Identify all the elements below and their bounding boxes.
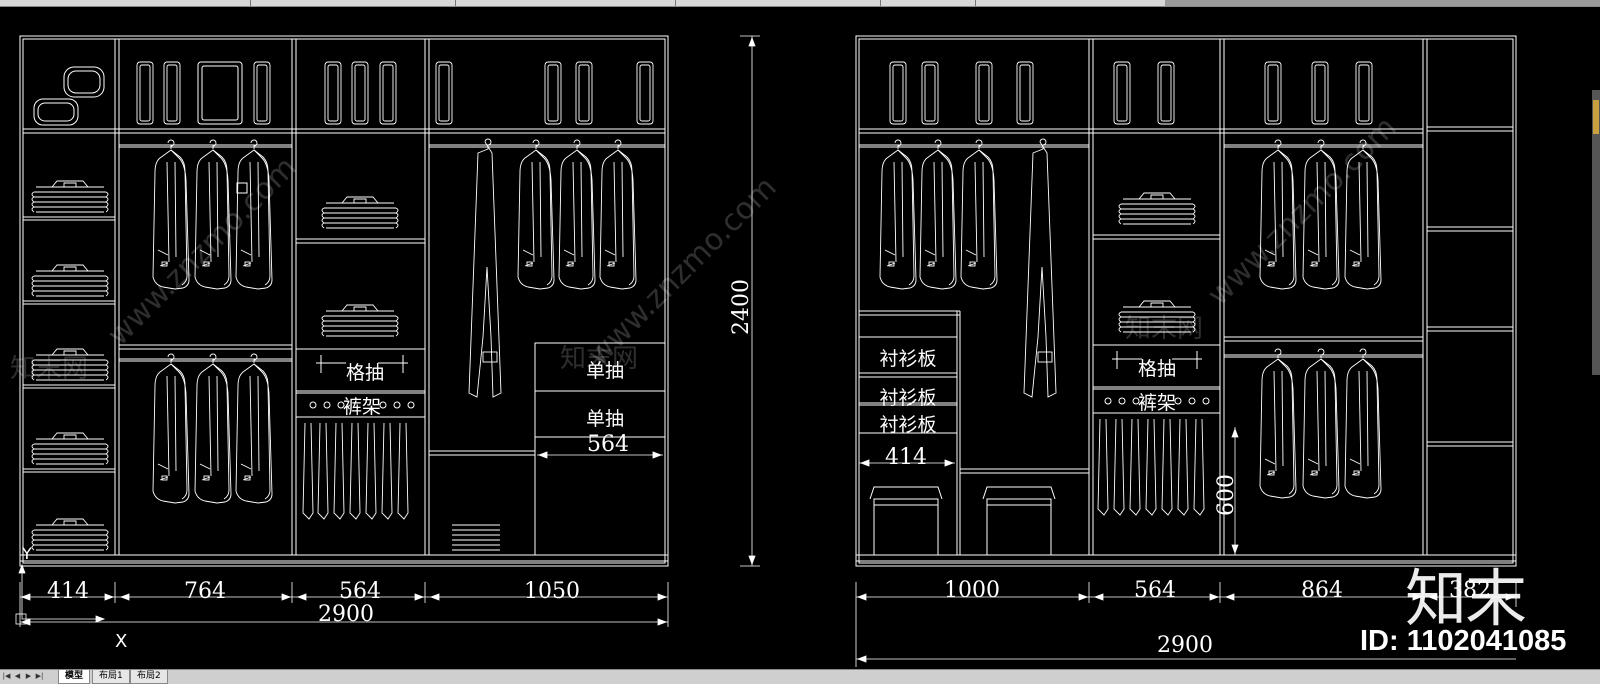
toolbar-segment (675, 0, 881, 6)
brand-logo: 知末 (1405, 562, 1527, 635)
watermark-cn: 知末网 (10, 354, 88, 384)
ucs-x-label: X (115, 631, 127, 652)
cad-drawing-canvas[interactable]: www.znzmo.com www.znzmo.com www.znzmo.co… (0, 7, 1600, 669)
watermark-cn: 知末网 (560, 344, 638, 374)
shirt-board-label: 衬衫板 (879, 348, 936, 370)
toolbar-segment (455, 0, 676, 6)
ucs-y-label: Y (21, 544, 32, 563)
left-wardrobe-elevation (19, 35, 669, 567)
vertical-scrollbar[interactable] (1592, 90, 1600, 375)
watermark-text: www.znzmo.com (101, 150, 304, 353)
scroll-grip[interactable] (1593, 100, 1599, 134)
prev-icon[interactable]: ◀ (14, 672, 21, 680)
left-dimensions (15, 35, 760, 627)
dim-height-label: 2400 (729, 279, 754, 335)
dim-label: 1050 (524, 579, 580, 604)
watermark-cn: 知末网 (1125, 314, 1203, 344)
right-wardrobe-elevation (855, 35, 1517, 567)
layout-tab-bar: |◀ ◀ ▶ ▶| 模型 布局1 布局2 (0, 669, 1600, 684)
tab-layout1[interactable]: 布局1 (92, 670, 130, 684)
trouser-rack-label: 裤架 (1138, 392, 1176, 414)
last-icon[interactable]: ▶| (35, 672, 44, 680)
drawer-label: 格抽 (346, 362, 384, 384)
horizontal-scroll-thumb[interactable] (1165, 0, 1600, 6)
dim-label: 564 (1134, 578, 1176, 603)
trouser-rack-label: 裤架 (343, 396, 381, 418)
shirt-board-label: 衬衫板 (879, 387, 936, 409)
toolbar-strip (0, 0, 1600, 7)
dim-label: 864 (1301, 578, 1343, 603)
tab-model[interactable]: 模型 (58, 670, 91, 684)
dim-label: 382 (1449, 578, 1491, 603)
toolbar-segment (975, 0, 1166, 6)
watermark-text: www.znzmo.com (1201, 110, 1404, 313)
single-drawer-label: 单抽 (586, 408, 624, 430)
dim-label: 414 (885, 445, 927, 470)
dim-label: 764 (184, 579, 226, 604)
toolbar-segment (250, 0, 456, 6)
toolbar-segment (0, 0, 251, 6)
brand-id: ID: 1102041085 (1360, 625, 1567, 657)
dim-label: 414 (47, 579, 89, 604)
tab-layout2[interactable]: 布局2 (130, 670, 168, 684)
dim-label: 564 (339, 579, 381, 604)
first-icon[interactable]: |◀ (2, 672, 11, 680)
right-dimensions (855, 427, 1517, 667)
diagonal-watermarks: www.znzmo.com www.znzmo.com www.znzmo.co… (10, 110, 1404, 384)
watermark-text: www.znzmo.com (581, 170, 784, 373)
next-icon[interactable]: ▶ (25, 672, 32, 680)
dim-label: 1000 (944, 578, 1000, 603)
dim-total-label: 2900 (318, 602, 374, 627)
dim-rack-height-label: 600 (1214, 474, 1239, 516)
shirt-board-label: 衬衫板 (879, 414, 936, 436)
dim-total-label: 2900 (1157, 633, 1213, 658)
drawer-label: 格抽 (1138, 358, 1176, 380)
single-drawer-label: 单抽 (586, 360, 624, 382)
dim-label: 564 (587, 432, 629, 457)
toolbar-segment (880, 0, 976, 6)
